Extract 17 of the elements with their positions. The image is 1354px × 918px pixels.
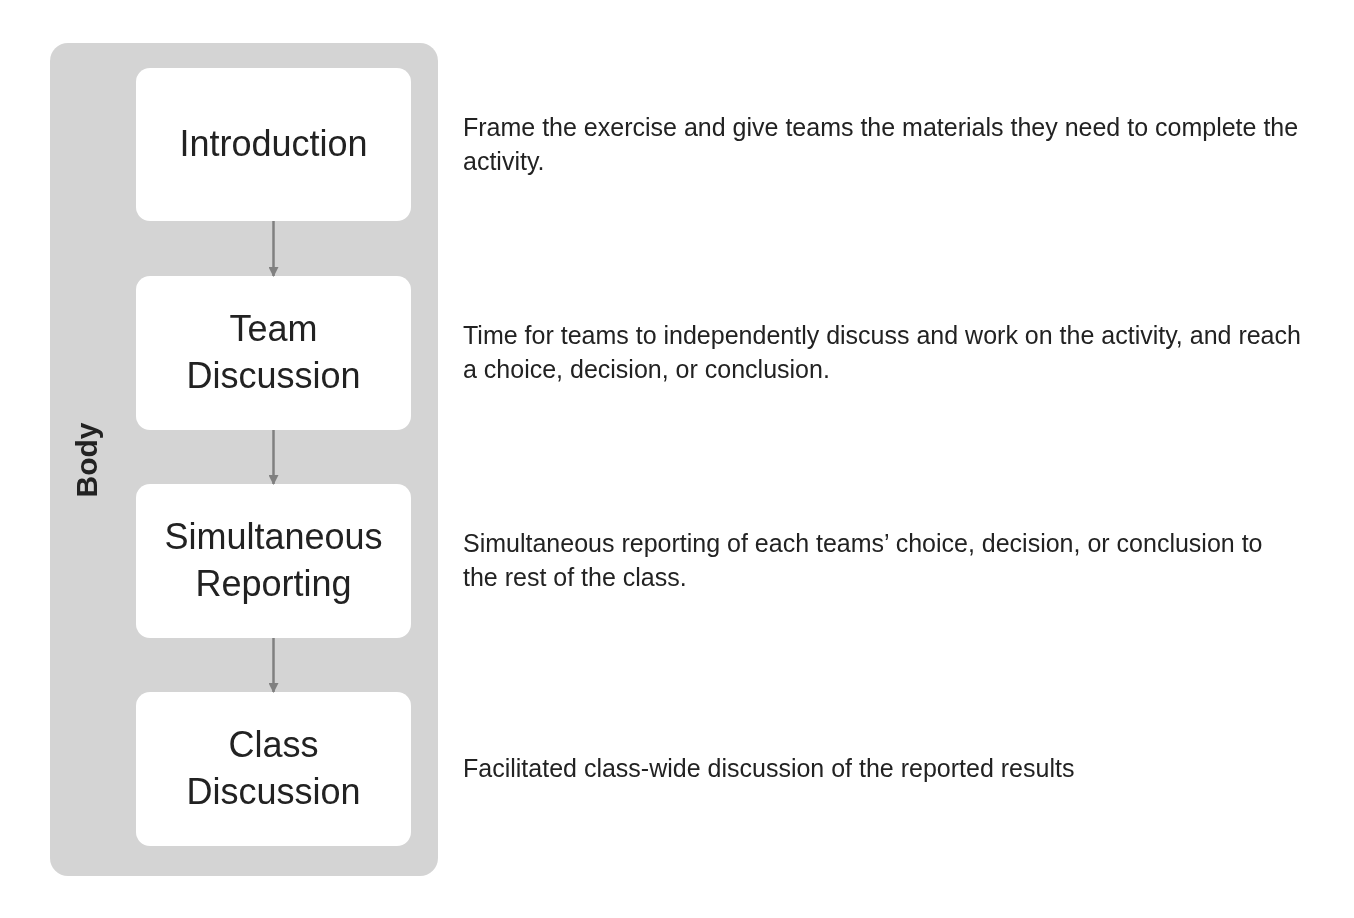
step-description: Simultaneous reporting of each teams’ choice, decision, or conclusion to the rest of the class. xyxy=(463,528,1264,593)
step-box xyxy=(136,692,411,846)
step-description: Time for teams to independently discuss and work on the activity, and reach a choice, decision, or conclusion. xyxy=(463,320,1302,385)
group-panel xyxy=(50,43,438,876)
step-box xyxy=(136,68,411,221)
step-title: Class Discussion xyxy=(185,723,362,814)
step-box xyxy=(136,276,411,430)
arrow xyxy=(268,638,279,693)
panel-label: Body xyxy=(69,422,103,497)
step-title: Team Discussion xyxy=(185,307,362,398)
arrow xyxy=(268,221,279,277)
step-box xyxy=(136,484,411,638)
step-title: Simultaneous Reporting xyxy=(163,515,384,606)
step-title: Introduction xyxy=(179,122,368,167)
step-description: Frame the exercise and give teams the materials they need to complete the activity. xyxy=(463,111,1300,177)
step-description: Facilitated class-wide discussion of the reported results xyxy=(463,753,1075,785)
arrow xyxy=(268,430,279,485)
